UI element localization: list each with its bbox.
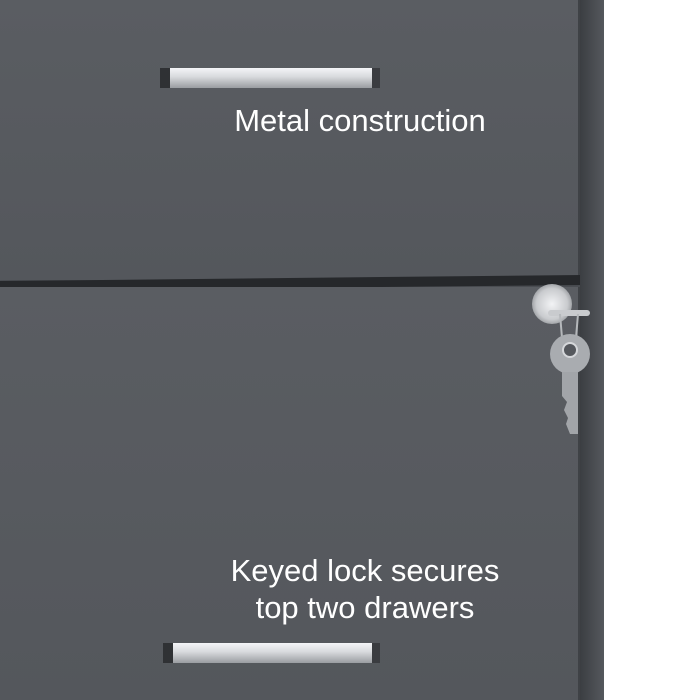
top-drawer	[0, 0, 580, 280]
bottom-drawer-handle	[163, 643, 380, 663]
caption-line-1: Keyed lock secures	[230, 553, 500, 588]
caption-keyed-lock: Keyed lock secures top two drawers	[180, 552, 550, 626]
file-cabinet: Metal construction Keyed lock secures to…	[0, 0, 604, 700]
caption-line-2: top two drawers	[255, 590, 475, 625]
second-drawer	[0, 287, 580, 700]
caption-metal-construction: Metal construction	[234, 103, 486, 138]
key-icon	[548, 310, 590, 434]
lock-icon	[532, 284, 572, 324]
top-drawer-handle	[160, 68, 380, 88]
